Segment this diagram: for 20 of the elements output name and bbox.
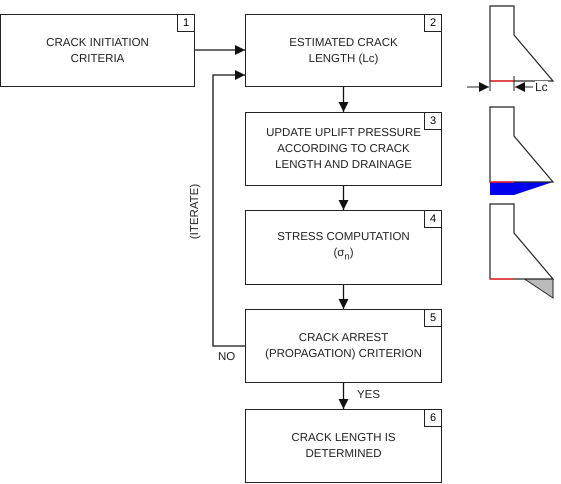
step-text: CRACK ARREST (PROPAGATION) CRITERION — [264, 331, 423, 362]
process-box — [245, 309, 442, 383]
step-number: 2 — [424, 14, 442, 32]
process-box — [245, 112, 442, 186]
step-text: UPDATE UPLIFT PRESSURE ACCORDING TO CRACK LENGTH AND DRAINAGE — [265, 126, 422, 173]
dimension-label: Lc — [535, 81, 548, 94]
loop-label: (ITERATE) — [189, 184, 202, 240]
step-text: STRESS COMPUTATION (σ$_{n}$) — [276, 230, 411, 265]
process-box — [245, 210, 442, 285]
process-box — [0, 14, 195, 87]
step-text: CRACK INITIATION CRITERIA — [45, 36, 150, 66]
step-number: 6 — [424, 409, 442, 427]
step-text: ESTIMATED CRACK LENGTH (Lc) — [288, 36, 399, 66]
step-number: 3 — [424, 112, 442, 130]
step-number: 5 — [424, 309, 442, 327]
process-box — [245, 409, 442, 483]
step-number: 1 — [177, 14, 195, 32]
step-number: 4 — [424, 210, 442, 228]
process-box — [245, 14, 442, 87]
step-text: CRACK LENGTH IS DETERMINED — [290, 431, 397, 462]
